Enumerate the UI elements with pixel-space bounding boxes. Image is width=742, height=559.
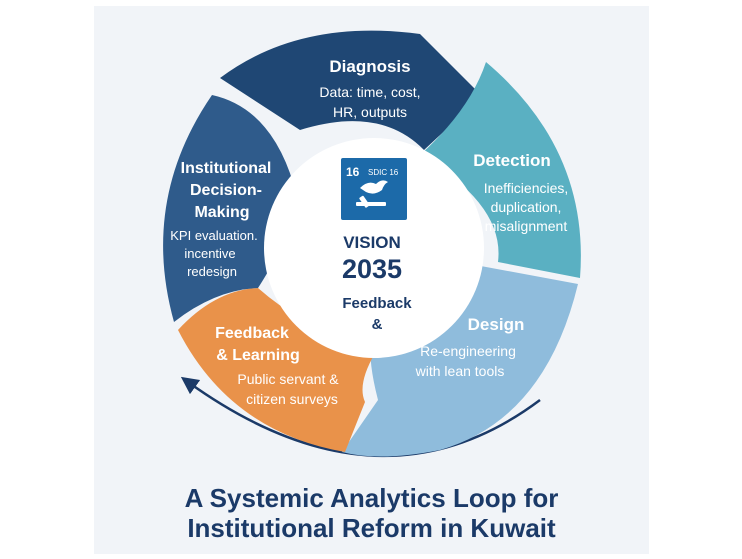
diagnosis-line-2: HR, outputs bbox=[333, 104, 407, 120]
decision-line-3: redesign bbox=[187, 264, 237, 279]
segment-detection bbox=[420, 62, 581, 278]
feedback-title-line-1: Feedback bbox=[215, 325, 289, 342]
decision-title-line-1: Institutional bbox=[181, 160, 272, 177]
feedback-line-2: citizen surveys bbox=[246, 391, 338, 407]
segment-design bbox=[342, 264, 578, 457]
detection-line-3: misalignment bbox=[485, 218, 568, 234]
diagnosis-line-1: Data: time, cost, bbox=[319, 84, 420, 100]
decision-line-2: incentive bbox=[184, 246, 235, 261]
detection-title: Detection bbox=[473, 151, 550, 170]
segment-feedback bbox=[178, 288, 385, 452]
detection-line-1: Inefficiencies, bbox=[484, 180, 569, 196]
design-line-1: Re-engineering bbox=[420, 343, 516, 359]
decision-title-line-2: Decision- bbox=[190, 182, 262, 199]
segment-diagnosis bbox=[220, 30, 482, 151]
dove-gavel-icon bbox=[356, 180, 388, 208]
center-feedback-line-1: Feedback bbox=[342, 295, 412, 312]
design-title: Design bbox=[468, 315, 525, 334]
decision-title-line-3: Making bbox=[194, 204, 249, 221]
sdg-text: SDIC 16 bbox=[368, 168, 399, 177]
design-line-2: with lean tools bbox=[415, 363, 505, 379]
feedback-title-line-2: & Learning bbox=[216, 347, 300, 364]
diagnosis-title: Diagnosis bbox=[329, 57, 410, 76]
feedback-line-1: Public servant & bbox=[237, 371, 339, 387]
caption-line-2: Institutional Reform in Kuwait bbox=[187, 513, 556, 543]
center-circle bbox=[264, 138, 484, 358]
decision-line-1: KPI evaluation. bbox=[170, 228, 257, 243]
detection-line-2: duplication, bbox=[491, 199, 562, 215]
caption-line-1: A Systemic Analytics Loop for bbox=[184, 483, 559, 513]
vision-label: VISION bbox=[343, 233, 401, 252]
center-feedback-line-2: & bbox=[372, 316, 383, 333]
sdg-number: 16 bbox=[346, 165, 360, 179]
vision-year: 2035 bbox=[342, 254, 402, 284]
